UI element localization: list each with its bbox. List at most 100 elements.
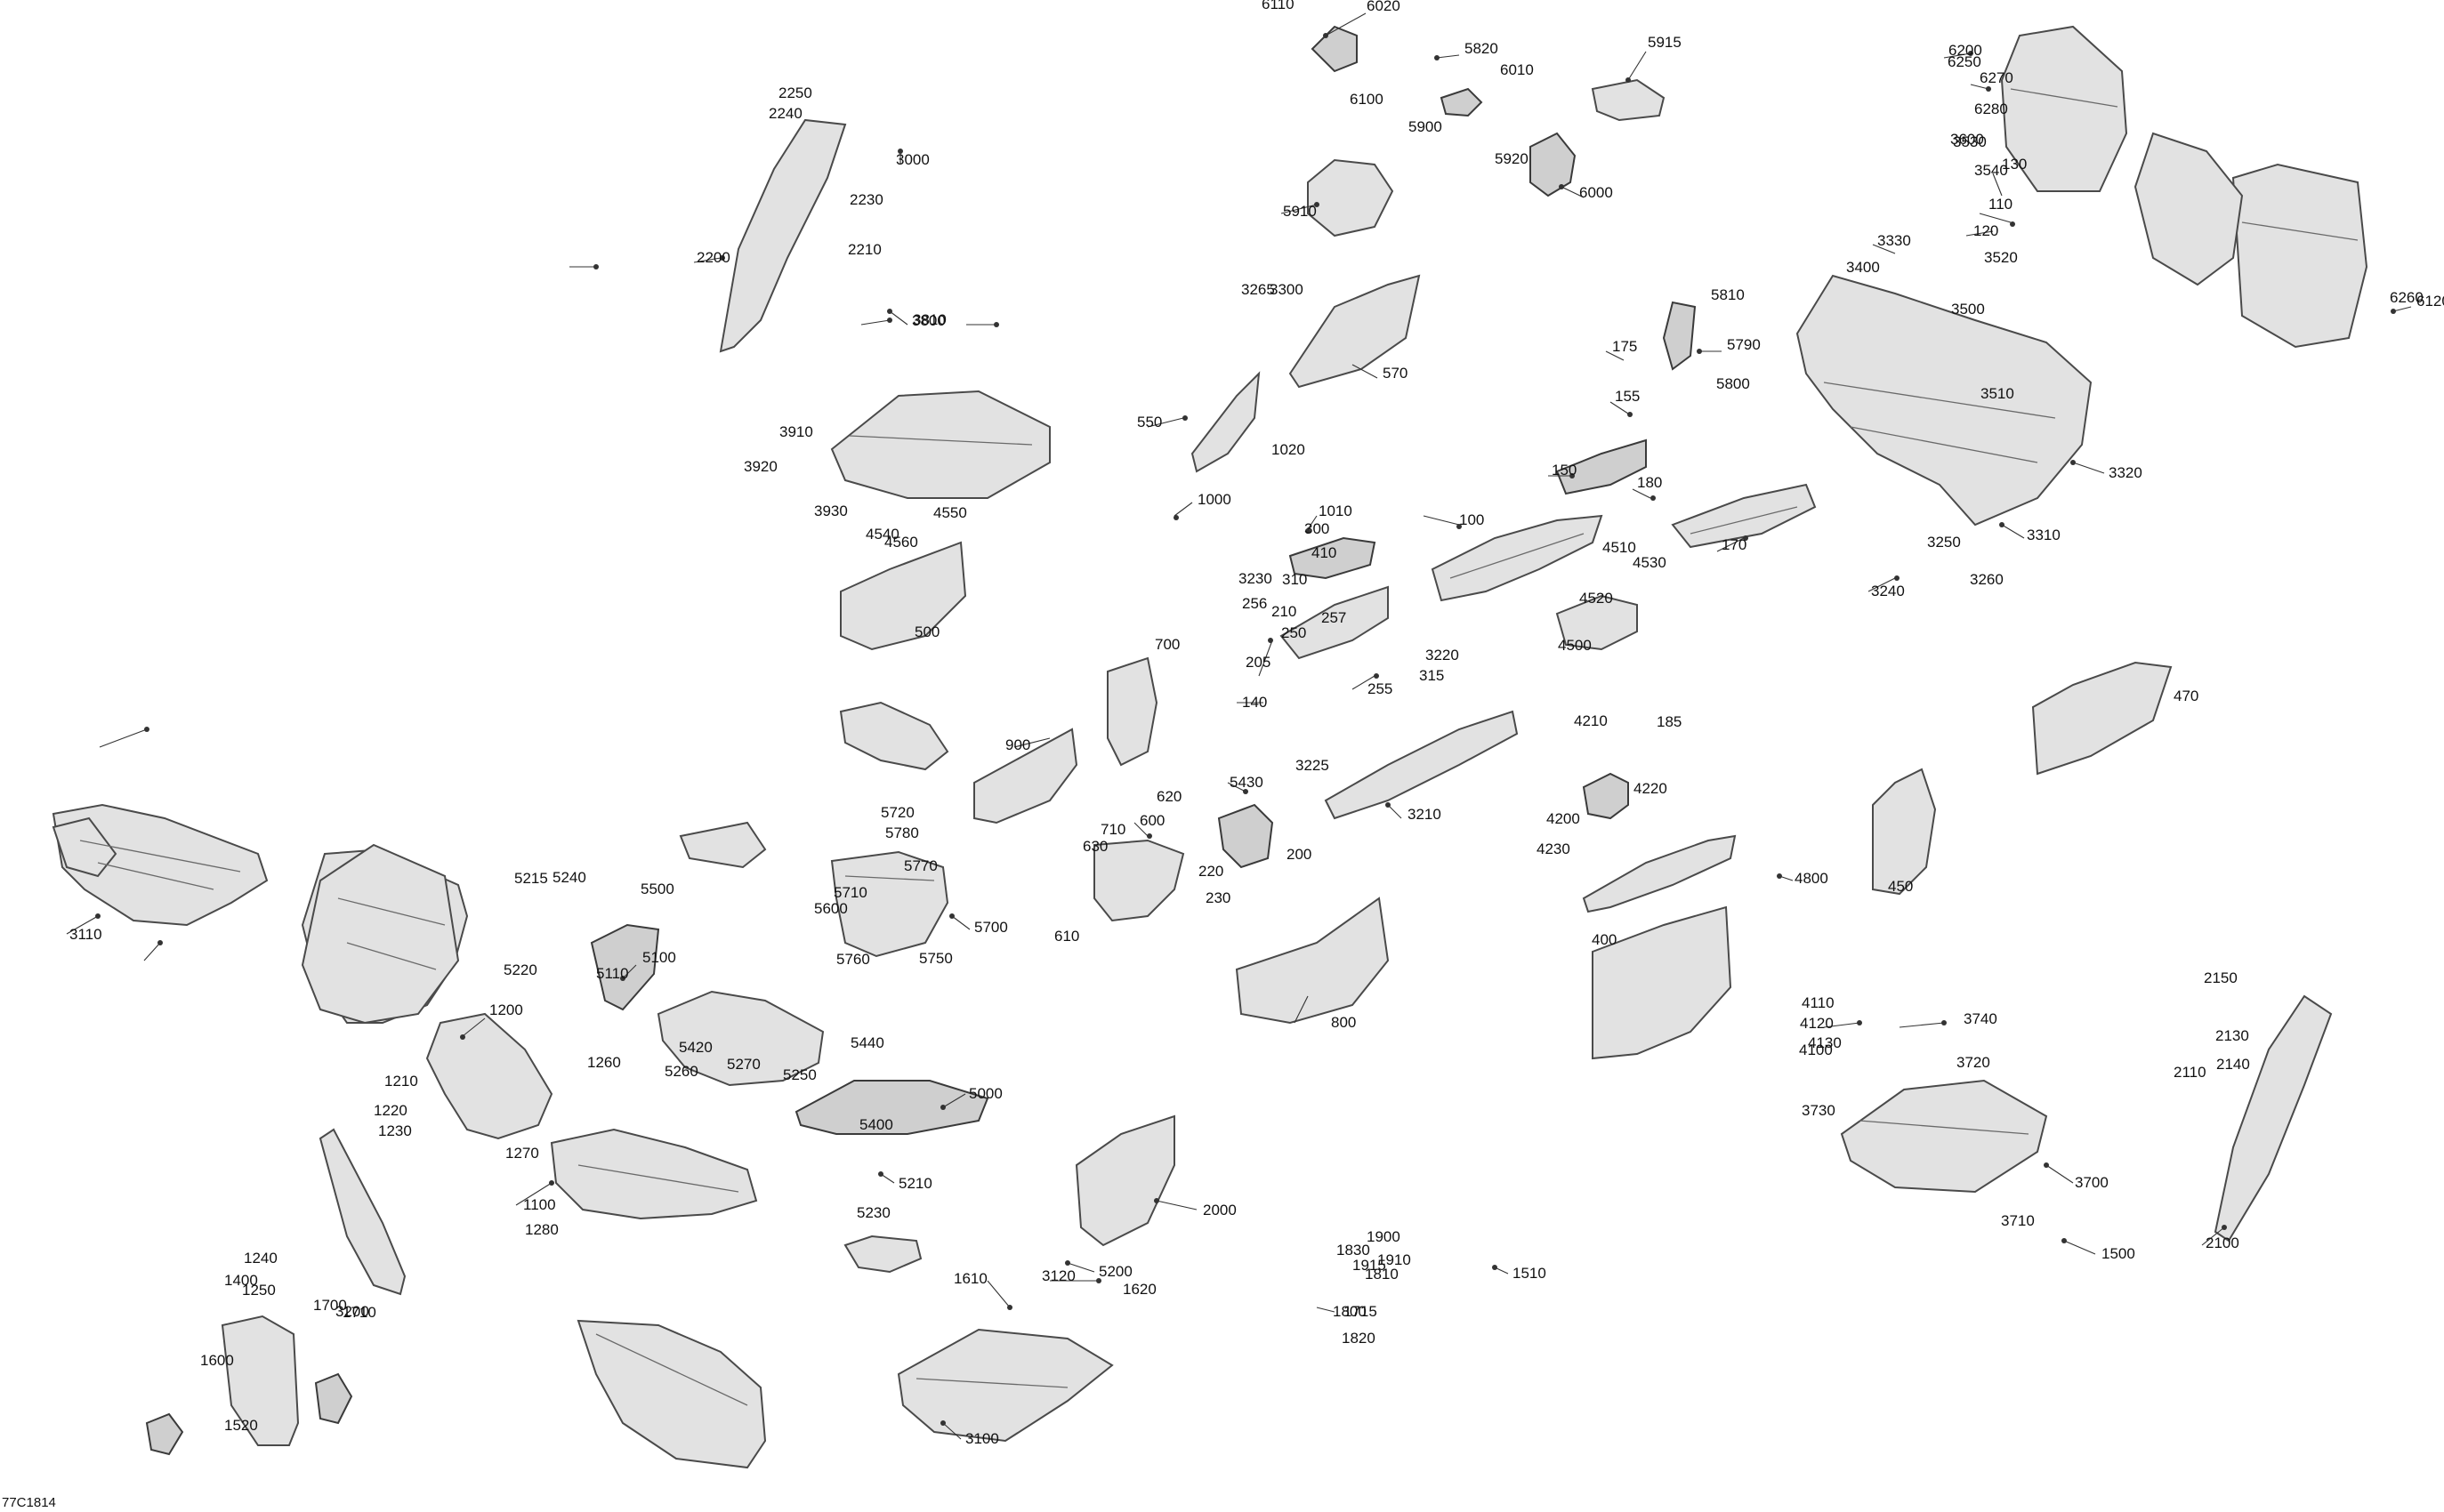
callout-label: 5770 bbox=[904, 857, 938, 874]
callout-label: 4210 bbox=[1574, 712, 1608, 729]
callout-label: 3210 bbox=[1408, 806, 1441, 823]
leader-line-3 bbox=[1992, 173, 2003, 197]
callout-label: 1270 bbox=[505, 1145, 539, 1162]
callout-label: 4540 bbox=[866, 526, 899, 543]
rail-3200 bbox=[1324, 710, 1519, 820]
speaker-1900 bbox=[314, 1372, 353, 1425]
leader-line-47 bbox=[1627, 51, 1647, 81]
callout-label: 1700 bbox=[313, 1297, 347, 1314]
leader-line-48 bbox=[1325, 12, 1367, 36]
callout-label: 220 bbox=[1198, 863, 1223, 880]
callout-label: 5430 bbox=[1230, 774, 1263, 791]
fastener-dot-18 bbox=[720, 255, 725, 261]
callout-label: 2230 bbox=[850, 191, 883, 208]
callout-label: 3920 bbox=[744, 458, 778, 475]
callout-label: 6280 bbox=[1974, 101, 2008, 117]
callout-label: 180 bbox=[1637, 474, 1662, 491]
fastener-dot-9 bbox=[1147, 833, 1152, 839]
callout-label: 2110 bbox=[2174, 1064, 2206, 1081]
callout-label: 3250 bbox=[1927, 534, 1961, 551]
speaker-1700 bbox=[145, 1412, 184, 1456]
callout-label: 5000 bbox=[969, 1085, 1003, 1102]
callout-label: 1900 bbox=[1367, 1228, 1400, 1245]
callout-label: 6000 bbox=[1579, 184, 1613, 201]
callout-label: 6260 bbox=[2390, 289, 2424, 306]
callout-label: 5110 bbox=[596, 965, 629, 982]
callout-label: 5790 bbox=[1727, 336, 1761, 353]
floor-3700 bbox=[1840, 1079, 2048, 1194]
callout-label: 1520 bbox=[224, 1417, 258, 1434]
callout-label: 5710 bbox=[834, 884, 867, 901]
bracket-4200 bbox=[1582, 772, 1629, 820]
rail-2100 bbox=[2214, 994, 2333, 1243]
panel-570 bbox=[1288, 274, 1421, 389]
callout-label: 630 bbox=[1083, 838, 1108, 855]
callout-label: 110 bbox=[1988, 196, 2012, 213]
callout-label: 185 bbox=[1657, 713, 1682, 730]
callout-label: 5915 bbox=[1648, 34, 1682, 51]
leader-line-59 bbox=[1899, 1022, 1945, 1028]
callout-label: 5440 bbox=[851, 1034, 884, 1051]
panel-800 bbox=[1235, 897, 1390, 1025]
lever-5800 bbox=[1662, 301, 1697, 371]
callout-label: 3310 bbox=[2027, 527, 2061, 543]
callout-label: 3330 bbox=[1877, 232, 1911, 249]
part-detail-line-11 bbox=[2010, 88, 2118, 108]
floor-3800 bbox=[830, 390, 1051, 499]
callout-label: 6020 bbox=[1367, 0, 1400, 14]
leader-line-24 bbox=[1156, 1200, 1198, 1210]
leader-line-16 bbox=[1013, 737, 1051, 748]
panel-5000 bbox=[795, 1080, 989, 1135]
panel-900 bbox=[973, 728, 1078, 824]
callout-label: 5820 bbox=[1464, 40, 1498, 57]
callout-label: 5900 bbox=[1408, 118, 1442, 135]
leader-line-61 bbox=[987, 1280, 1011, 1308]
callout-label: 130 bbox=[2002, 156, 2027, 173]
callout-label: 1915 bbox=[1352, 1257, 1386, 1274]
callout-label: 3000 bbox=[896, 151, 930, 168]
callout-label: 550 bbox=[1137, 414, 1162, 430]
leader-line-52 bbox=[143, 942, 161, 961]
leader-line-28 bbox=[66, 915, 99, 935]
callout-label: 120 bbox=[1973, 222, 1998, 239]
leader-line-50 bbox=[1943, 52, 1972, 59]
callout-label: 3265 bbox=[1241, 281, 1275, 298]
callout-label: 2000 bbox=[1203, 1202, 1237, 1218]
leader-line-18 bbox=[1307, 515, 1318, 530]
callout-label: 5270 bbox=[727, 1056, 761, 1073]
callout-label: 5910 bbox=[1283, 203, 1317, 220]
callout-label: 1020 bbox=[1271, 441, 1305, 458]
callout-label: 5200 bbox=[1099, 1263, 1133, 1280]
callout-label: 5260 bbox=[665, 1063, 698, 1080]
callout-label: 3740 bbox=[1964, 1010, 1997, 1027]
cover-5500 bbox=[679, 821, 767, 869]
callout-label: 4520 bbox=[1579, 590, 1613, 607]
leader-line-46 bbox=[1561, 186, 1585, 198]
callout-label: 3320 bbox=[2109, 464, 2142, 481]
callout-label: 3530 bbox=[1953, 133, 1987, 150]
callout-label: 4110 bbox=[1802, 994, 1835, 1011]
bracket-4500 bbox=[1555, 594, 1638, 651]
callout-label: 5400 bbox=[859, 1116, 893, 1133]
callout-label: 5420 bbox=[679, 1039, 713, 1056]
leader-line-42 bbox=[951, 915, 971, 930]
panel-500 bbox=[840, 541, 967, 651]
leader-line-13 bbox=[1351, 364, 1378, 379]
callout-label: 1400 bbox=[224, 1272, 258, 1289]
fastener-dot-22 bbox=[1894, 575, 1900, 581]
leader-line-6 bbox=[1609, 401, 1629, 414]
callout-label: 5250 bbox=[783, 1066, 817, 1083]
leader-line-49 bbox=[2392, 306, 2412, 312]
part-detail-line-3 bbox=[346, 942, 437, 970]
leader-line-0 bbox=[1423, 515, 1460, 526]
side-panel-5100 bbox=[590, 923, 660, 1011]
leader-line-39 bbox=[1067, 1262, 1095, 1273]
trim-5915 bbox=[1307, 158, 1394, 237]
callout-label: 3720 bbox=[1956, 1054, 1990, 1071]
leader-line-29 bbox=[1387, 804, 1402, 819]
callout-label: 3220 bbox=[1425, 647, 1459, 664]
leader-line-15 bbox=[1294, 995, 1309, 1024]
callout-label: 5230 bbox=[857, 1204, 891, 1221]
callout-label: 3540 bbox=[1974, 162, 2008, 179]
leader-line-10 bbox=[1258, 639, 1273, 677]
